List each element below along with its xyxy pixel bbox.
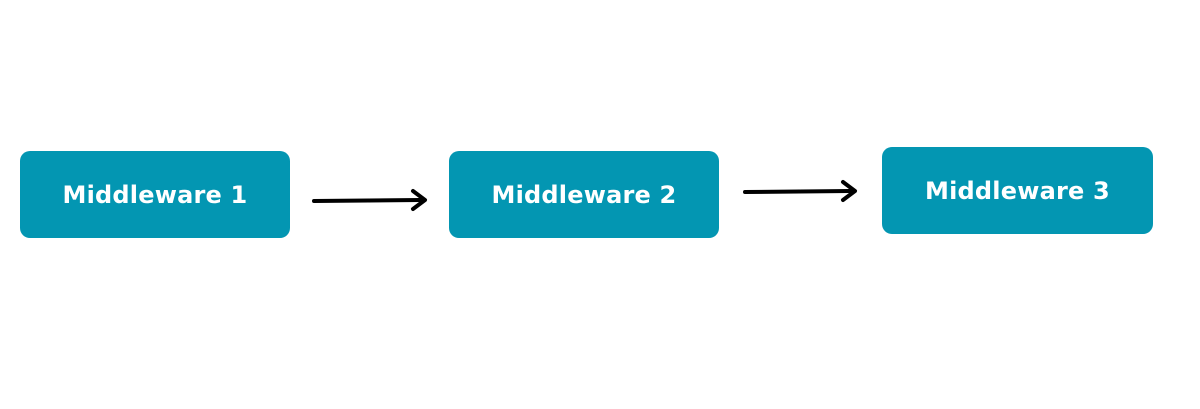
arrow-middleware-2-to-3	[743, 180, 857, 202]
middleware-3-box: Middleware 3	[882, 147, 1153, 234]
middleware-2-label: Middleware 2	[491, 180, 677, 209]
middleware-1-label: Middleware 1	[62, 180, 248, 209]
arrow-middleware-1-to-2	[312, 189, 427, 211]
middleware-3-label: Middleware 3	[925, 176, 1110, 205]
middleware-2-box: Middleware 2	[449, 151, 719, 238]
middleware-1-box: Middleware 1	[20, 151, 290, 238]
